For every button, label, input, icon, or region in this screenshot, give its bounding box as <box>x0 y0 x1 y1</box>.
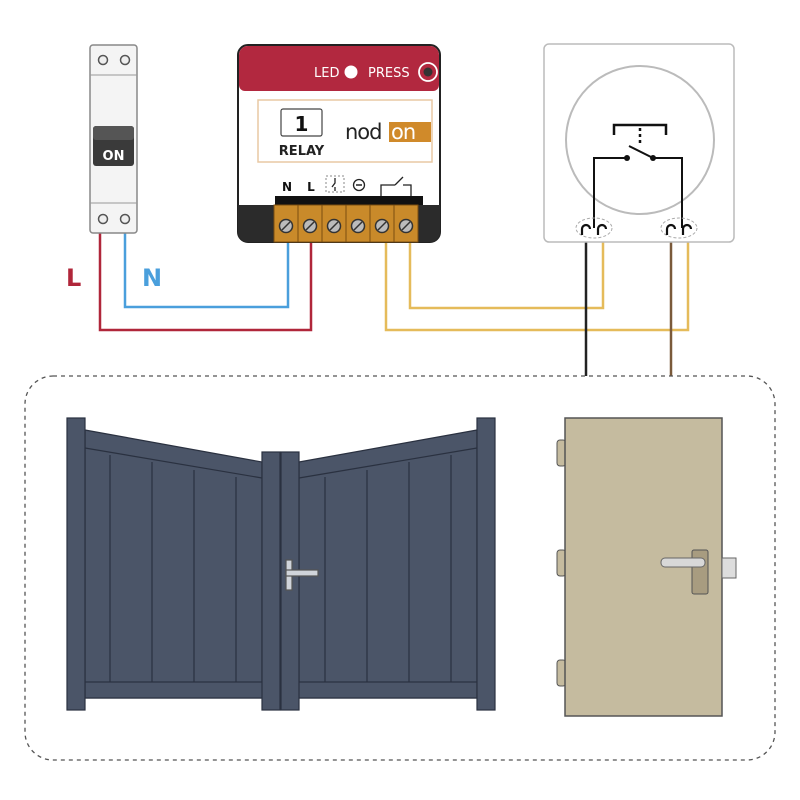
load-area <box>24 375 776 761</box>
breaker-state-label: ON <box>103 149 125 164</box>
svg-text:on: on <box>391 120 415 144</box>
neutral-wire-label: N <box>142 264 162 292</box>
led-label: LED <box>314 66 339 81</box>
gate <box>66 417 496 711</box>
relay-module: LED PRESS 1 RELAY nod on N L <box>237 44 441 243</box>
led-indicator <box>344 65 358 79</box>
neutral-wire <box>123 232 290 309</box>
switch-input-icon <box>325 175 345 193</box>
relay-type-label: RELAY <box>279 144 325 159</box>
press-label: PRESS <box>368 66 410 81</box>
dry-contact-wire-1 <box>384 230 690 332</box>
wall-switch[interactable] <box>543 43 735 243</box>
svg-text:nod: nod <box>345 120 382 144</box>
live-wire <box>98 232 313 332</box>
door-handle <box>660 557 706 568</box>
terminal-label-n: N <box>282 180 292 194</box>
terminal-block <box>273 204 419 243</box>
circuit-breaker: ON <box>89 44 138 234</box>
relay-contact-icon <box>380 176 412 198</box>
wires <box>98 230 690 376</box>
live-wire-label: L <box>66 264 81 292</box>
channel-number: 1 <box>295 112 309 136</box>
nodon-logo: nod on <box>345 120 431 144</box>
terminal-label-l: L <box>307 180 315 194</box>
dry-contact-wire-2 <box>408 230 605 310</box>
door <box>556 417 737 717</box>
minus-icon <box>352 178 366 192</box>
